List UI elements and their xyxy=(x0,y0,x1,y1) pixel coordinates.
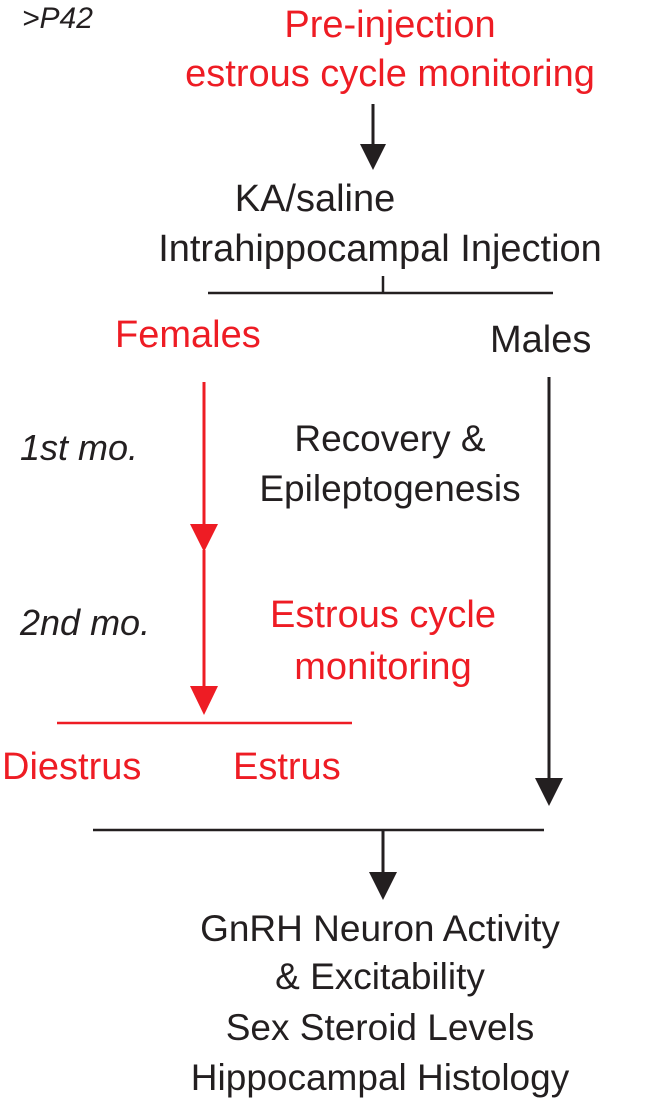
month1-label: 1st mo. xyxy=(20,427,139,468)
female-arrow-2nd-month-head xyxy=(190,686,218,715)
female-arrow-1st-month-head xyxy=(190,524,218,552)
injection-line1: KA/saline xyxy=(234,178,396,220)
males-label: Males xyxy=(490,319,592,361)
females-label: Females xyxy=(115,314,261,356)
outcome-gnrh-activity: GnRH Neuron Activity xyxy=(200,908,560,949)
outcome-hippocampal-histology: Hippocampal Histology xyxy=(190,1057,570,1098)
pre-injection-line1: Pre-injection xyxy=(284,4,496,46)
month2-line2: monitoring xyxy=(294,646,472,688)
month2-line1: Estrous cycle xyxy=(270,594,496,636)
month2-label: 2nd mo. xyxy=(20,602,151,643)
injection-line2: Intrahippocampal Injection xyxy=(158,228,602,270)
outcome-excitability: & Excitability xyxy=(275,956,485,997)
arrow-pre-to-injection-head xyxy=(360,144,386,170)
age-label: >P42 xyxy=(22,2,93,35)
month1-line2: Epileptogenesis xyxy=(259,468,521,509)
arrow-to-outcomes-head xyxy=(369,872,397,900)
diestrus-label: Diestrus xyxy=(2,746,142,788)
male-arrow-head xyxy=(535,778,563,806)
outcome-sex-steroid-levels: Sex Steroid Levels xyxy=(225,1007,535,1048)
month1-line1: Recovery & xyxy=(294,418,486,459)
estrus-label: Estrus xyxy=(233,746,341,788)
pre-injection-line2: estrous cycle monitoring xyxy=(185,53,595,95)
